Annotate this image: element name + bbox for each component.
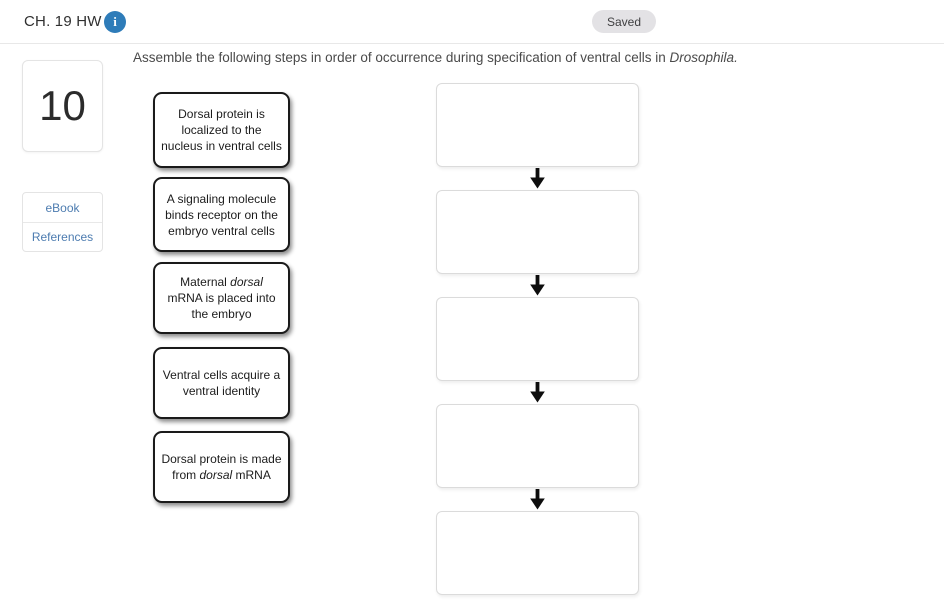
drop-zone[interactable]: [436, 404, 639, 488]
arrow-down-icon: [436, 381, 639, 404]
arrow-down-icon: [436, 488, 639, 511]
sequence-card-label: Dorsal protein is localized to the nucle…: [161, 107, 282, 153]
sidebar-link-ebook[interactable]: eBook: [45, 200, 80, 215]
drop-zone[interactable]: [436, 511, 639, 595]
sidebar-link-references[interactable]: References: [23, 222, 102, 251]
sequence-card[interactable]: A signaling molecule binds receptor on t…: [153, 177, 290, 252]
drop-zone[interactable]: [436, 297, 639, 381]
resource-links-box: eBook References: [22, 192, 103, 252]
instruction-prefix: Assemble the following steps in order of…: [133, 50, 670, 65]
sequence-card[interactable]: Dorsal protein is localized to the nucle…: [153, 92, 290, 168]
instruction-text: Assemble the following steps in order of…: [133, 50, 923, 65]
header-bar: CH. 19 HW i Saved: [0, 0, 944, 44]
cards-column: Dorsal protein is localized to the nucle…: [153, 92, 290, 512]
question-number: 10: [39, 82, 86, 129]
sequence-card-label: Maternal dorsal mRNA is placed into the …: [167, 275, 276, 321]
sequence-card[interactable]: Maternal dorsal mRNA is placed into the …: [153, 262, 290, 334]
arrow-down-icon: [436, 274, 639, 297]
assignment-title: CH. 19 HW: [24, 13, 102, 30]
info-icon[interactable]: i: [104, 11, 126, 33]
sequence-card-label: A signaling molecule binds receptor on t…: [165, 191, 278, 238]
drop-zone[interactable]: [436, 83, 639, 167]
saved-status-badge: Saved: [592, 10, 657, 33]
sequence-card[interactable]: Dorsal protein is made from dorsal mRNA: [153, 431, 290, 503]
sequence-card[interactable]: Ventral cells acquire a ventral identity: [153, 347, 290, 419]
question-number-card: 10: [22, 60, 103, 152]
arrow-down-icon: [436, 167, 639, 190]
sequence-card-label: Ventral cells acquire a ventral identity: [162, 368, 281, 398]
drop-zone[interactable]: [436, 190, 639, 274]
sequence-column: [436, 83, 639, 595]
sequence-card-label: Dorsal protein is made from dorsal mRNA: [161, 452, 282, 482]
instruction-species: Drosophila.: [669, 50, 738, 65]
